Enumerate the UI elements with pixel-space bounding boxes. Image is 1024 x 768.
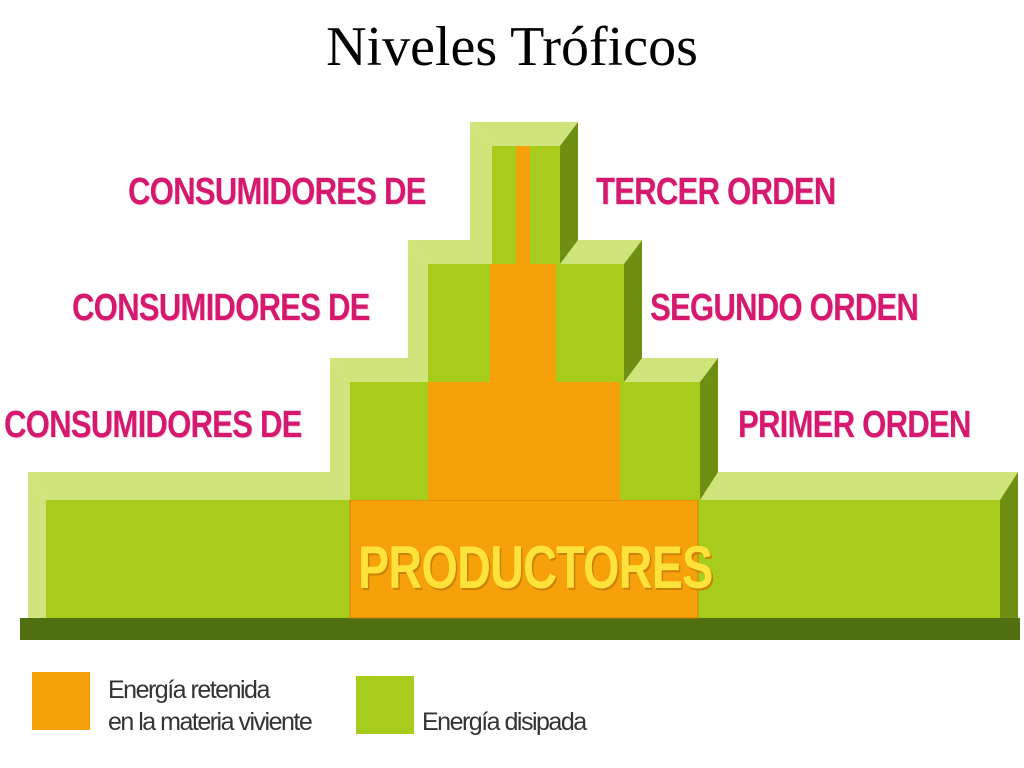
- third-order-block: [470, 122, 578, 264]
- tier2-right-face: [624, 240, 642, 382]
- label-second-right: SEGUNDO ORDEN: [650, 287, 919, 329]
- tier1-right-dissipated: [620, 382, 700, 500]
- legend-dissipated-label: Energía disipada: [422, 708, 587, 736]
- tier3-top-face: [470, 122, 578, 146]
- tier1-right-face: [700, 358, 718, 500]
- base-right-face: [1000, 472, 1018, 618]
- legend-retained-line2: en la materia viviente: [108, 708, 313, 736]
- tier1-left-face: [330, 358, 350, 500]
- label-producers: PRODUCTORES: [358, 534, 713, 601]
- producers-block: [20, 472, 1020, 640]
- base-left-face: [28, 472, 46, 618]
- tier3-left-dissipated: [492, 146, 516, 264]
- tier3-left-face: [470, 122, 492, 264]
- legend-retained-swatch: [32, 672, 90, 730]
- second-order-block: [408, 240, 642, 382]
- label-third-right: TERCER ORDEN: [596, 171, 836, 213]
- page-title: Niveles Tróficos: [326, 16, 698, 78]
- label-second-left: CONSUMIDORES DE: [72, 287, 370, 329]
- legend-dissipated-swatch: [356, 676, 414, 734]
- tier1-left-dissipated: [350, 382, 428, 500]
- tier2-right-dissipated: [556, 264, 624, 382]
- tier2-center-retained: [490, 264, 556, 382]
- tier3-right-dissipated: [530, 146, 560, 264]
- tier3-center-retained: [516, 146, 530, 264]
- label-first-right: PRIMER ORDEN: [738, 404, 971, 446]
- base-bottom-shadow: [20, 618, 1020, 640]
- tier2-left-dissipated: [428, 264, 490, 382]
- legend-retained-line1: Energía retenida: [108, 676, 270, 704]
- label-third-left: CONSUMIDORES DE: [128, 171, 426, 213]
- base-left-dissipated: [46, 500, 350, 618]
- tier2-left-face: [408, 240, 428, 382]
- tier3-right-face: [560, 122, 578, 264]
- base-center-retained: [350, 500, 698, 618]
- base-right-dissipated: [698, 500, 1000, 618]
- label-first-left: CONSUMIDORES DE: [4, 404, 302, 446]
- tier1-center-retained: [428, 382, 620, 500]
